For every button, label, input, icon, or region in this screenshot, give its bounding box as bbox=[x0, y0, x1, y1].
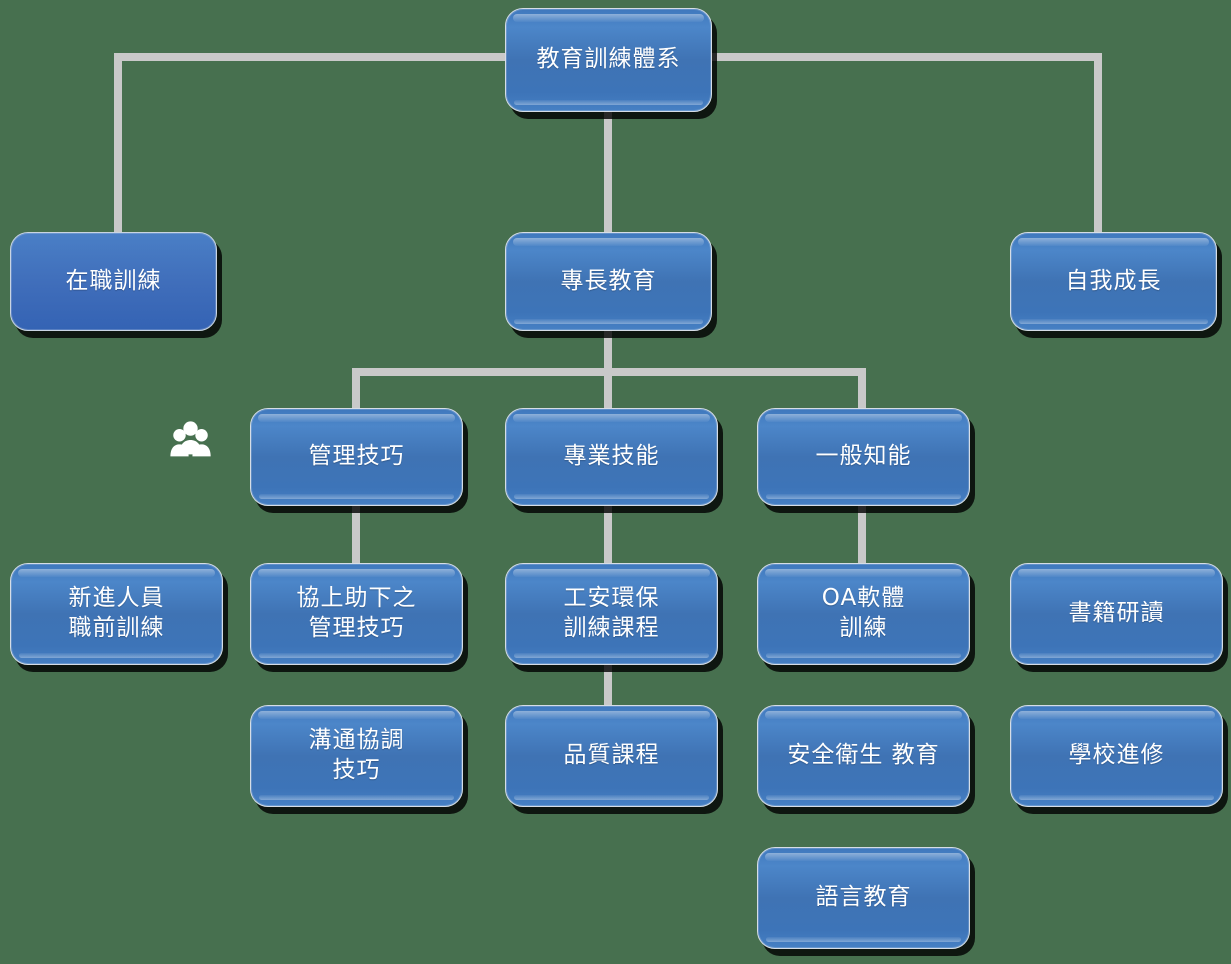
connector-root-left-horizontal bbox=[114, 53, 510, 61]
node-management-skills-label: 管理技巧 bbox=[308, 443, 405, 470]
connector-general-to-oa bbox=[858, 500, 866, 572]
node-self-growth[interactable]: 自我成長 bbox=[1010, 232, 1217, 331]
connector-bus-to-management bbox=[352, 368, 360, 414]
connector-root-left-vertical bbox=[114, 53, 122, 240]
node-language-education-label: 語言教育 bbox=[815, 884, 912, 911]
connector-management-to-support bbox=[352, 500, 360, 572]
node-new-employee-orientation-label: 新進人員 職前訓練 bbox=[68, 585, 165, 641]
node-communication-skills[interactable]: 溝通協調 技巧 bbox=[250, 705, 463, 807]
node-book-reading-label: 書籍研讀 bbox=[1068, 600, 1165, 627]
node-specialty-education[interactable]: 專長教育 bbox=[505, 232, 712, 331]
people-group-icon bbox=[170, 421, 211, 457]
connector-professional-to-safetyenv bbox=[604, 500, 612, 572]
node-safety-env-training-label: 工安環保 訓練課程 bbox=[563, 585, 660, 641]
node-general-knowledge-label: 一般知能 bbox=[815, 443, 912, 470]
node-quality-course[interactable]: 品質課程 bbox=[505, 705, 718, 807]
node-general-knowledge[interactable]: 一般知能 bbox=[757, 408, 970, 506]
node-new-employee-orientation[interactable]: 新進人員 職前訓練 bbox=[10, 563, 223, 665]
node-root[interactable]: 教育訓練體系 bbox=[505, 8, 712, 112]
node-communication-skills-label: 溝通協調 技巧 bbox=[308, 727, 405, 783]
node-support-management-skills-label: 協上助下之 管理技巧 bbox=[296, 585, 417, 641]
node-management-skills[interactable]: 管理技巧 bbox=[250, 408, 463, 506]
node-language-education[interactable]: 語言教育 bbox=[757, 847, 970, 949]
node-safety-health-education[interactable]: 安全衛生 教育 bbox=[757, 705, 970, 807]
node-root-label: 教育訓練體系 bbox=[536, 46, 681, 73]
node-safety-health-education-label: 安全衛生 教育 bbox=[787, 742, 940, 769]
connector-root-to-specialty bbox=[604, 104, 612, 242]
connector-specialty-stem bbox=[604, 328, 612, 376]
connector-bus-to-general bbox=[858, 368, 866, 414]
node-support-management-skills[interactable]: 協上助下之 管理技巧 bbox=[250, 563, 463, 665]
node-professional-skills-label: 專業技能 bbox=[563, 443, 660, 470]
connector-bus-to-professional bbox=[604, 368, 612, 414]
node-oa-software-training-label: OA軟體 訓練 bbox=[821, 585, 906, 641]
node-self-growth-label: 自我成長 bbox=[1065, 267, 1162, 294]
node-school-study[interactable]: 學校進修 bbox=[1010, 705, 1223, 807]
node-oa-software-training[interactable]: OA軟體 訓練 bbox=[757, 563, 970, 665]
node-quality-course-label: 品質課程 bbox=[563, 742, 660, 769]
node-on-job-training[interactable]: 在職訓練 bbox=[10, 232, 217, 331]
connector-root-right-horizontal bbox=[712, 53, 1102, 61]
node-specialty-education-label: 專長教育 bbox=[560, 267, 657, 294]
node-professional-skills[interactable]: 專業技能 bbox=[505, 408, 718, 506]
node-safety-env-training[interactable]: 工安環保 訓練課程 bbox=[505, 563, 718, 665]
node-book-reading[interactable]: 書籍研讀 bbox=[1010, 563, 1223, 665]
connector-root-right-vertical bbox=[1094, 53, 1102, 240]
node-school-study-label: 學校進修 bbox=[1068, 742, 1165, 769]
connector-safetyenv-to-quality bbox=[604, 650, 612, 712]
node-on-job-training-label: 在職訓練 bbox=[65, 267, 162, 294]
